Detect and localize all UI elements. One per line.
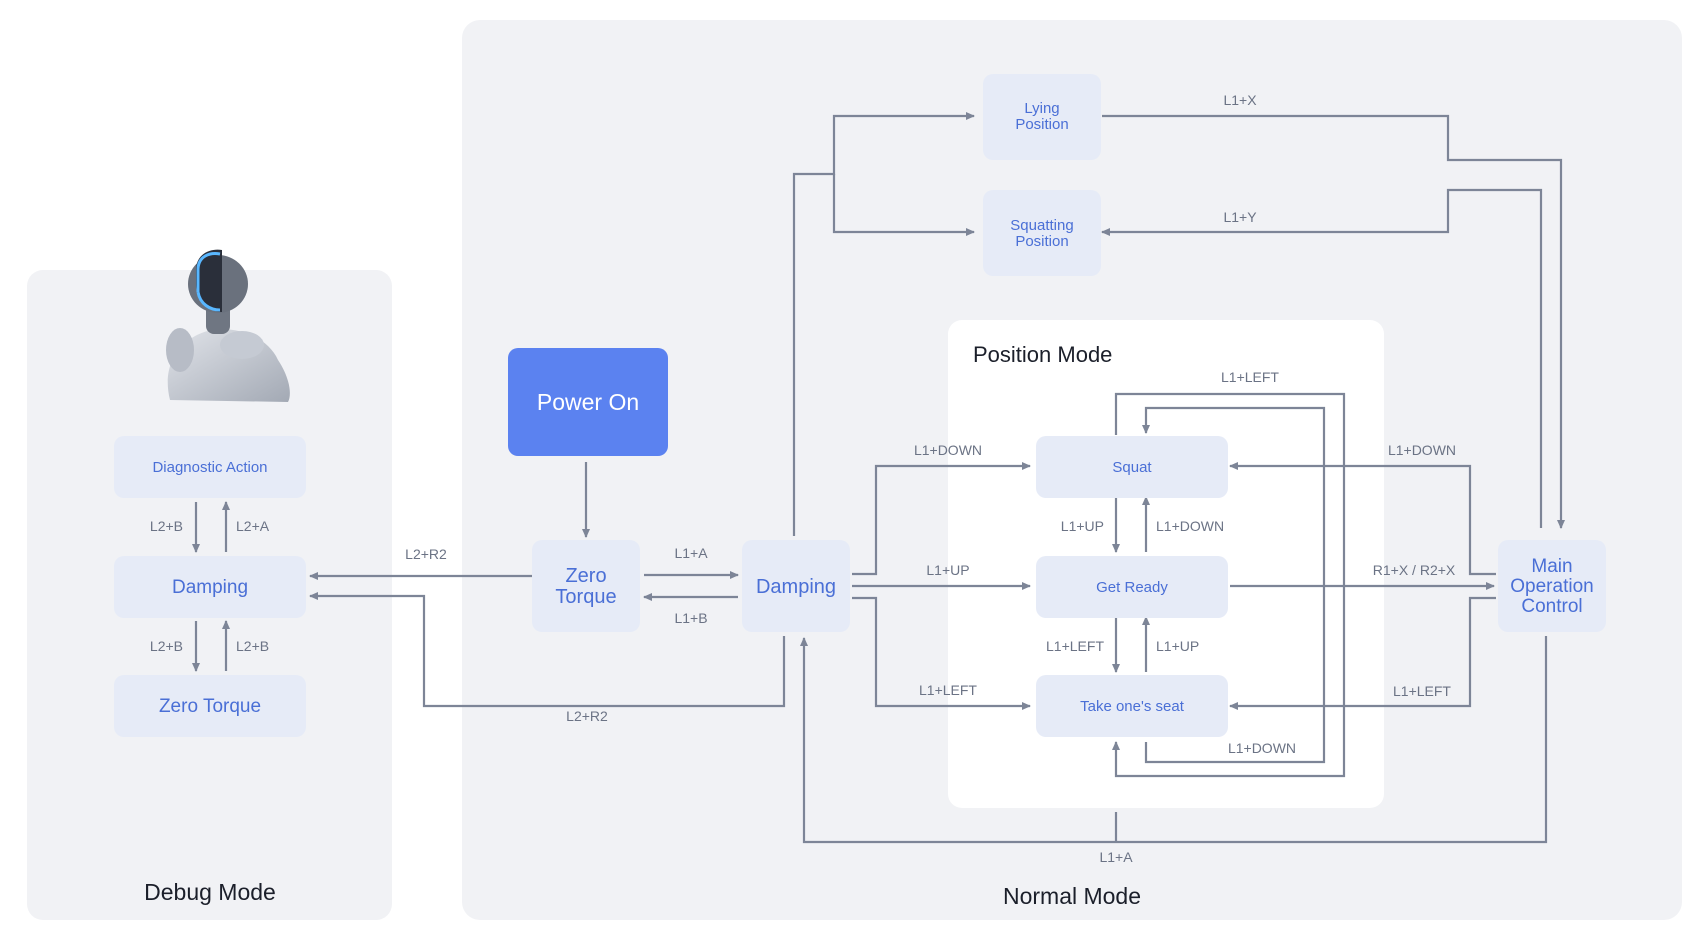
squat-label: Squat [1112, 459, 1152, 476]
take-seat-node: Take one's seat [1036, 675, 1228, 737]
squatting-position-line2: Position [1015, 233, 1068, 250]
label-damping-to-zt: L1+B [674, 610, 707, 626]
power-on-label: Power On [537, 389, 639, 415]
zero-torque-node: Zero Torque [532, 540, 640, 632]
label-damping-to-debug: L2+R2 [566, 708, 608, 724]
label-ready-to-squat: L1+DOWN [1156, 518, 1224, 534]
label-main-to-seat: L1+LEFT [1393, 683, 1451, 699]
lying-position-line2: Position [1015, 116, 1068, 133]
damping-label: Damping [756, 576, 836, 598]
label-diag-to-damping: L2+B [150, 518, 183, 534]
edges [192, 112, 1565, 844]
diagnostic-action-label: Diagnostic Action [152, 459, 267, 476]
zero-torque-label-line2: Torque [555, 586, 616, 608]
label-damping-to-squat: L1+DOWN [914, 442, 982, 458]
edge-damping-to-squatting [832, 174, 975, 236]
label-zero-to-damping: L2+B [236, 638, 269, 654]
debug-damping-node: Damping [114, 556, 306, 618]
main-operation-control-node: Main Operation Control [1498, 540, 1606, 632]
edge-main-to-damping [800, 636, 1548, 844]
edge-lying-to-main [1102, 114, 1565, 529]
label-main-to-squat: L1+DOWN [1388, 442, 1456, 458]
label-ready-to-main: R1+X / R2+X [1373, 562, 1456, 578]
main-control-line3: Control [1521, 596, 1582, 617]
label-damping-to-diag: L2+A [236, 518, 270, 534]
squatting-position-node: Squatting Position [983, 190, 1101, 276]
debug-diagnostic-node: Diagnostic Action [114, 436, 306, 498]
edge-main-to-squat [1229, 462, 1496, 576]
label-squat-to-ready: L1+UP [1061, 518, 1104, 534]
debug-zero-torque-label: Zero Torque [159, 696, 261, 717]
debug-mode-title: Debug Mode [144, 879, 276, 905]
label-main-to-lying: L1+X [1223, 92, 1257, 108]
power-on-node: Power On [508, 348, 668, 456]
normal-mode-title: Normal Mode [1003, 883, 1141, 909]
get-ready-label: Get Ready [1096, 579, 1168, 596]
debug-damping-label: Damping [172, 577, 248, 598]
lying-position-node: Lying Position [983, 74, 1101, 160]
label-main-to-damping: L1+A [1099, 849, 1133, 865]
label-damping-to-zero: L2+B [150, 638, 183, 654]
get-ready-node: Get Ready [1036, 556, 1228, 618]
edge-squat-to-seat-loop [1112, 392, 1346, 778]
label-zt-to-debug: L2+R2 [405, 546, 447, 562]
robot-illustration [166, 249, 290, 402]
take-seat-label: Take one's seat [1080, 698, 1185, 715]
label-main-to-squatting: L1+Y [1223, 209, 1257, 225]
debug-zero-torque-node: Zero Torque [114, 675, 306, 737]
label-damping-to-seat: L1+LEFT [919, 682, 977, 698]
edge-main-to-seat [1229, 596, 1496, 710]
edge-damping-to-seat [852, 596, 1031, 710]
zero-torque-label-line1: Zero [565, 565, 606, 587]
edge-seat-to-squat-loop [1142, 406, 1326, 764]
label-zt-to-damping: L1+A [674, 545, 708, 561]
position-mode-title: Position Mode [973, 342, 1112, 367]
squat-node: Squat [1036, 436, 1228, 498]
main-control-line1: Main [1531, 556, 1572, 577]
label-seat-to-ready: L1+UP [1156, 638, 1199, 654]
lying-position-line1: Lying [1024, 100, 1059, 117]
label-damping-to-ready: L1+UP [926, 562, 969, 578]
edge-damping-to-squat [852, 462, 1031, 576]
label-ready-to-seat: L1+LEFT [1046, 638, 1104, 654]
label-pos-down-loop: L1+DOWN [1228, 740, 1296, 756]
squatting-position-line1: Squatting [1010, 217, 1073, 234]
damping-node: Damping [742, 540, 850, 632]
edge-main-to-squatting [1101, 188, 1543, 528]
edge-labels: L2+B L2+A L2+B L2+B L2+R2 L2+R2 L1+A L1+… [150, 92, 1456, 865]
label-pos-left-loop: L1+LEFT [1221, 369, 1279, 385]
edge-damping-to-debug [309, 592, 786, 708]
main-control-line2: Operation [1510, 576, 1593, 597]
